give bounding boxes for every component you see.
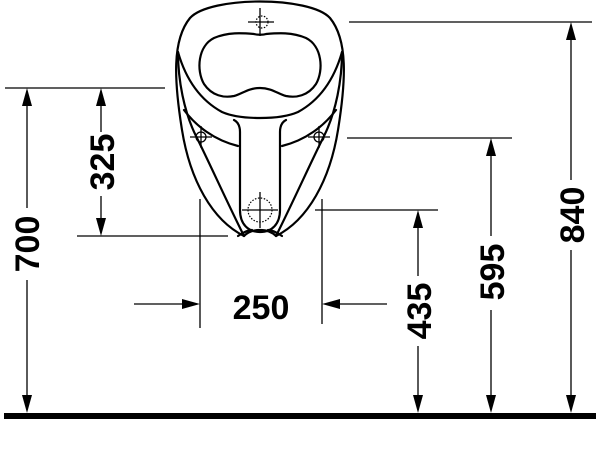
waste-outlet-crosshair: [242, 192, 278, 228]
dimension-595: 595: [347, 137, 512, 413]
water-inlet-crosshair: [248, 8, 274, 36]
dimension-325-label: 325: [84, 134, 122, 191]
urinal-drain-channel: [232, 118, 288, 234]
right-fixing-hole: [308, 126, 330, 148]
dimension-840-label: 840: [554, 187, 592, 244]
urinal-foot-left: [236, 228, 254, 238]
dimension-435-label: 435: [401, 283, 439, 340]
urinal-foot-right: [266, 228, 284, 238]
dimension-700-label: 700: [9, 216, 47, 273]
left-fixing-hole: [190, 126, 212, 148]
dimension-250: 250: [134, 199, 387, 328]
floor-line: [4, 413, 596, 419]
urinal-left-shoulder: [182, 108, 240, 148]
urinal-bowl-opening: [198, 32, 322, 98]
dimension-840: 840: [349, 21, 592, 413]
dimension-435: 435: [315, 209, 439, 413]
dimension-325: 325: [77, 88, 228, 237]
urinal-right-shoulder: [280, 108, 338, 148]
dimension-595-label: 595: [474, 244, 512, 301]
dimension-700: 700: [5, 87, 165, 413]
dimension-250-label: 250: [233, 289, 290, 327]
urinal-rim-arc: [176, 50, 344, 120]
